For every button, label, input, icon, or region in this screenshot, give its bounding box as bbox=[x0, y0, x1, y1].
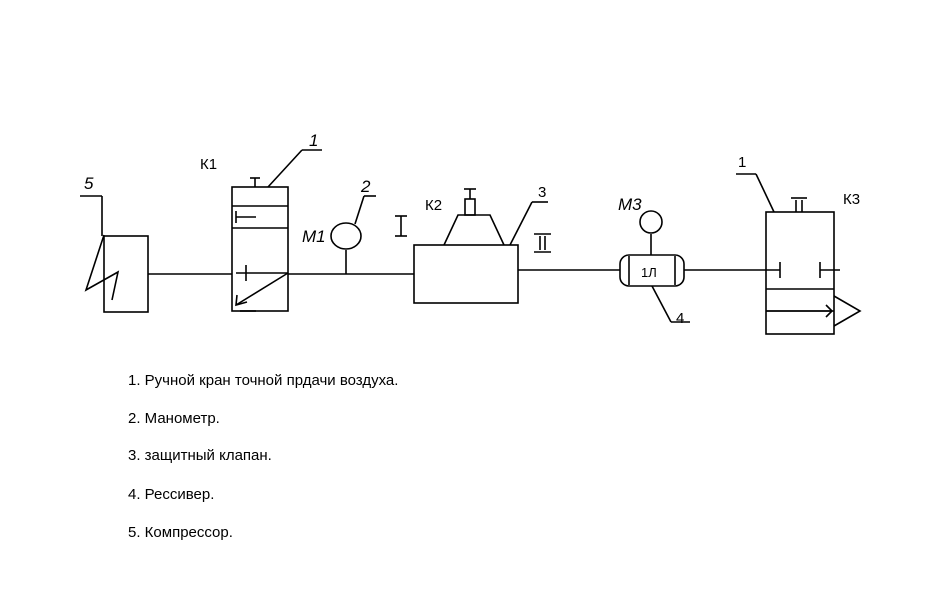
legend-item-2: 2. Манометр. bbox=[128, 410, 220, 427]
section-marker-2 bbox=[534, 233, 551, 253]
callout-4-label: 4 bbox=[676, 310, 684, 327]
legend-item-1: 1. Ручной кран точной прдачи воздуха. bbox=[128, 372, 399, 389]
legend-item-4: 4. Рессивер. bbox=[128, 486, 215, 503]
m3-label: М3 bbox=[618, 195, 642, 214]
protective-valve-k2 bbox=[413, 188, 548, 304]
k3-label: К3 bbox=[843, 191, 860, 208]
legend-item-5: 5. Компрессор. bbox=[128, 524, 233, 541]
k1-label: К1 bbox=[200, 156, 217, 173]
receiver-tag-label: 1Л bbox=[641, 265, 657, 280]
section-marker-1 bbox=[395, 215, 407, 237]
callout-2-label: 2 bbox=[360, 177, 371, 196]
valve-k1 bbox=[231, 149, 322, 312]
m1-label: М1 bbox=[302, 227, 326, 246]
k2-label: К2 bbox=[425, 197, 442, 214]
callout-3-label: 3 bbox=[538, 184, 546, 201]
callout-1-left-label: 1 bbox=[309, 131, 318, 150]
callout-1-right-label: 1 bbox=[738, 154, 746, 171]
gauge-m1 bbox=[288, 195, 414, 275]
compressor bbox=[80, 195, 232, 313]
legend-item-3: 3. защитный клапан. bbox=[128, 447, 272, 464]
valve-k3 bbox=[736, 173, 862, 335]
callout-5-label: 5 bbox=[84, 174, 94, 193]
